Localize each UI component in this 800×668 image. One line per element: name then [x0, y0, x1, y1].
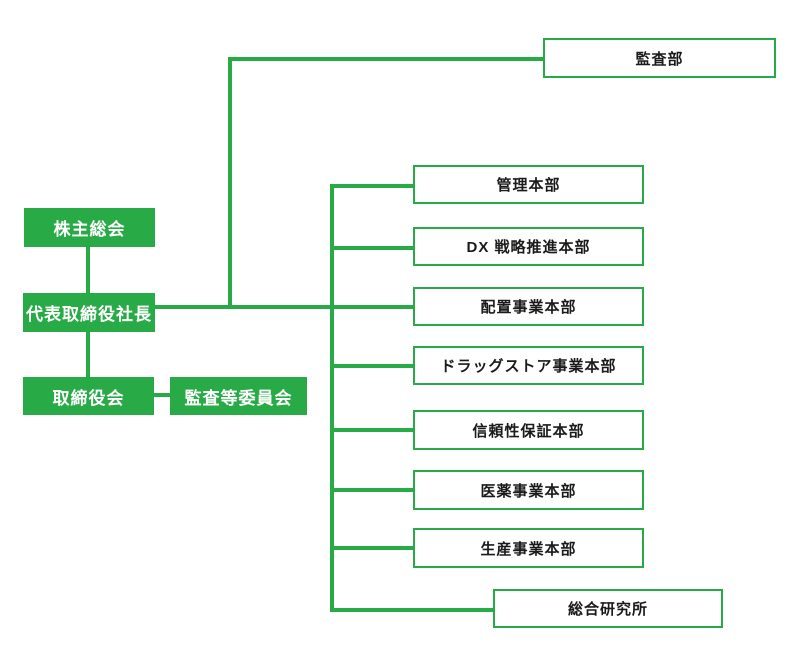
node-production-business-hq: 生産事業本部 — [413, 528, 644, 568]
connector-main-trunk — [330, 184, 334, 612]
node-research-institute: 総合研究所 — [493, 589, 723, 628]
connector-board-audit-committee — [154, 393, 170, 397]
node-audit-department: 監査部 — [543, 38, 776, 78]
node-shareholders-meeting: 株主総会 — [24, 208, 155, 247]
connector-branch-reliability-hq — [330, 428, 413, 432]
node-board-of-directors: 取締役会 — [23, 377, 154, 415]
connector-branch-drugstore-hq — [330, 364, 413, 368]
node-drugstore-business-hq: ドラッグストア事業本部 — [413, 346, 644, 385]
connector-audit-vertical — [228, 57, 232, 309]
connector-branch-admin-hq — [330, 184, 413, 188]
node-pharma-business-hq: 医薬事業本部 — [413, 470, 644, 510]
connector-branch-research-institute — [330, 608, 493, 612]
node-dx-strategy-hq: DX 戦略推進本部 — [413, 227, 644, 266]
node-reliability-assurance-hq: 信頼性保証本部 — [413, 410, 644, 450]
connector-shareholders-president — [86, 247, 90, 293]
connector-branch-production-hq — [330, 546, 413, 550]
connector-president-board — [86, 332, 90, 377]
connector-audit-horizontal — [228, 57, 543, 61]
node-placement-business-hq: 配置事業本部 — [413, 287, 644, 326]
node-admin-hq: 管理本部 — [413, 165, 644, 204]
connector-main-horizontal — [155, 305, 413, 309]
connector-branch-pharma-hq — [330, 488, 413, 492]
node-audit-committee: 監査等委員会 — [170, 377, 307, 415]
node-president: 代表取締役社長 — [23, 293, 155, 332]
connector-branch-dx-hq — [330, 246, 413, 250]
